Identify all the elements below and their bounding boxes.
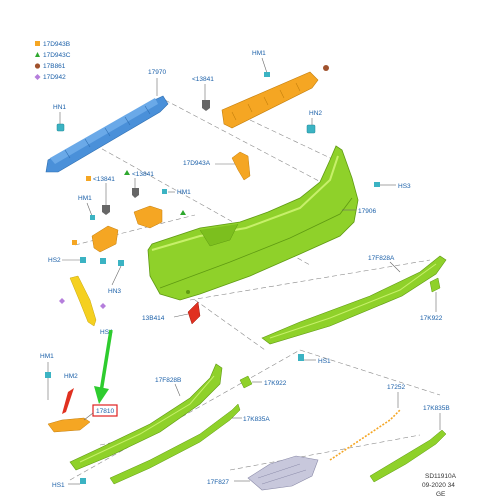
label-17k835a: 17K835A <box>243 416 270 423</box>
trim-17k835a[interactable] <box>109 403 241 485</box>
strip-17252[interactable] <box>329 409 401 461</box>
reflector-13b414[interactable] <box>187 301 201 325</box>
hn2-clip[interactable] <box>306 124 316 134</box>
label-hs1-mid: HS1 <box>318 358 331 365</box>
label-13b414: 13B414 <box>142 315 165 322</box>
clip-17k922-mid[interactable] <box>239 375 253 389</box>
legend-circle-marker <box>34 63 41 69</box>
label-17f828a: 17F828A <box>368 255 395 262</box>
legend-diamond-marker <box>34 74 41 80</box>
hs2-clip[interactable] <box>80 257 86 263</box>
label-17252: 17252 <box>387 384 405 391</box>
hn3-clip-a[interactable] <box>100 258 106 264</box>
rear-bumper-cover[interactable] <box>147 145 359 301</box>
legend-item-4: 17D942 <box>43 74 66 81</box>
bolt-13841-mid-2[interactable] <box>132 188 139 198</box>
label-hs2: HS2 <box>48 257 61 264</box>
bolt-13841-top[interactable] <box>202 100 210 111</box>
triangle-marker-13841 <box>124 170 130 175</box>
hm1-mid-clip[interactable] <box>90 215 95 220</box>
label-17d943a: 17D943A <box>183 160 211 167</box>
hm1-bottom-clip[interactable] <box>45 372 51 378</box>
diamond-marker-right <box>100 303 106 309</box>
label-hm1-bottom: HM1 <box>40 353 54 360</box>
left-side-bracket[interactable] <box>91 225 119 253</box>
footer-date: 09-2020 34 <box>422 482 455 489</box>
label-13841-triangle: <13841 <box>132 171 154 178</box>
highlight-box-17810[interactable] <box>92 404 118 417</box>
label-hn3: HN3 <box>108 288 121 295</box>
bumper-reinforcement-beam[interactable] <box>45 95 169 173</box>
label-hs4: HS4 <box>100 329 113 336</box>
highlight-arrow <box>94 329 113 404</box>
side-trim-left[interactable] <box>69 275 97 327</box>
hm1-top-clip[interactable] <box>264 72 270 77</box>
brown-circle-marker-top <box>323 65 329 71</box>
label-17k922-mid: 17K922 <box>264 380 287 387</box>
clip-17k922-right[interactable] <box>429 277 441 293</box>
footer-code: SD11910A <box>425 473 457 480</box>
label-13841-top: <13841 <box>192 76 214 83</box>
square-marker-left <box>72 240 77 245</box>
legend-item-1: 17D943B <box>43 41 70 48</box>
bolt-13841-mid[interactable] <box>102 205 110 215</box>
label-hm2: HM2 <box>64 373 78 380</box>
hn1-clip[interactable] <box>56 123 65 132</box>
hn3-clip-b[interactable] <box>118 260 124 266</box>
lower-valance-17f828a[interactable] <box>261 255 447 345</box>
label-hm1-top: HM1 <box>252 50 266 57</box>
label-17906: 17906 <box>358 208 376 215</box>
label-17f827: 17F827 <box>207 479 229 486</box>
label-hn2: HN2 <box>309 110 322 117</box>
lower-valance-17f828b[interactable] <box>69 363 223 471</box>
square-marker-13841 <box>86 176 91 181</box>
hm2-reflector-part[interactable] <box>62 388 74 414</box>
label-17k922-right: 17K922 <box>420 315 443 322</box>
label-hm1-mid: HM1 <box>78 195 92 202</box>
trim-17k835b[interactable] <box>369 429 447 483</box>
hs1-bottom-clip[interactable] <box>80 478 86 484</box>
center-bracket-orange[interactable] <box>133 205 163 229</box>
label-13841-square: <13841 <box>93 176 115 183</box>
hs3-clip[interactable] <box>374 182 380 187</box>
energy-absorber-bracket[interactable] <box>221 71 319 129</box>
bracket-17d943a[interactable] <box>231 151 251 181</box>
hs1-mid-clip[interactable] <box>298 354 304 361</box>
diamond-marker-left <box>59 298 65 304</box>
label-hs3: HS3 <box>398 183 411 190</box>
legend-item-3: 17B861 <box>43 63 66 70</box>
hm1-mid-right-clip[interactable] <box>162 189 167 194</box>
legend-triangle-marker <box>35 52 40 57</box>
label-17970: 17970 <box>148 69 166 76</box>
legend: 17D943B 17D943C 17B861 17D942 <box>34 41 71 81</box>
label-hs1-bottom: HS1 <box>52 482 65 489</box>
skid-plate-17f827[interactable] <box>247 455 319 491</box>
label-17k835b: 17K835B <box>423 405 450 412</box>
triangle-marker-bracket <box>180 210 186 215</box>
part-17810-trim[interactable] <box>47 417 91 433</box>
label-hm1-mid-right: HM1 <box>177 189 191 196</box>
label-17f828b: 17F828B <box>155 377 181 384</box>
label-hn1: HN1 <box>53 104 66 111</box>
legend-item-2: 17D943C <box>43 52 71 59</box>
label-17810: 17810 <box>96 408 114 415</box>
footer-region: GE <box>436 491 446 498</box>
legend-square-marker <box>35 41 40 46</box>
